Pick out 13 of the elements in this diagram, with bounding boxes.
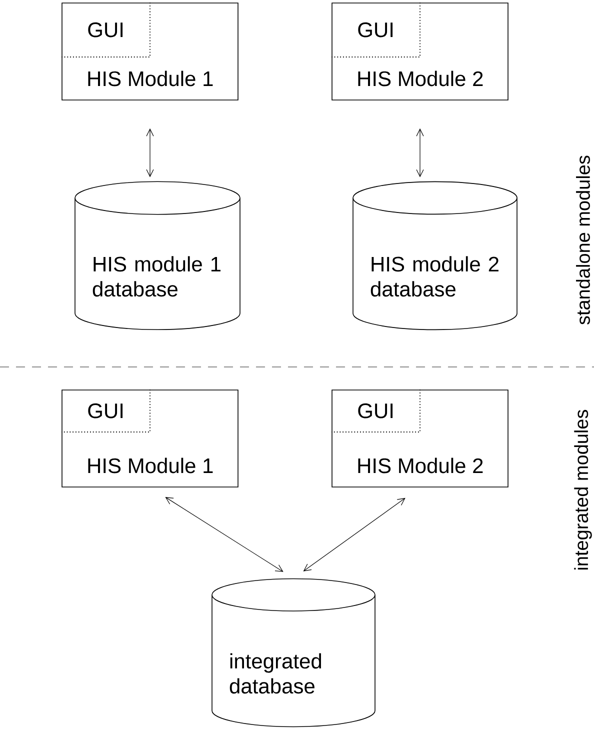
database-cylinder: HIS module 1 database — [74, 181, 240, 330]
arrow — [303, 498, 406, 572]
gui-region: GUI — [331, 389, 420, 432]
section-label: standalone modules — [576, 156, 590, 324]
gui-region: GUI — [61, 389, 150, 432]
arrow — [416, 128, 424, 178]
gui-region: GUI — [331, 2, 420, 58]
gui-region: GUI — [61, 2, 150, 58]
section-label: integrated modules — [574, 410, 592, 570]
database-cylinder: HIS module 2 database — [352, 181, 518, 330]
arrow — [165, 497, 284, 572]
database-cylinder: integrated database — [212, 578, 376, 728]
arrow — [146, 128, 154, 178]
